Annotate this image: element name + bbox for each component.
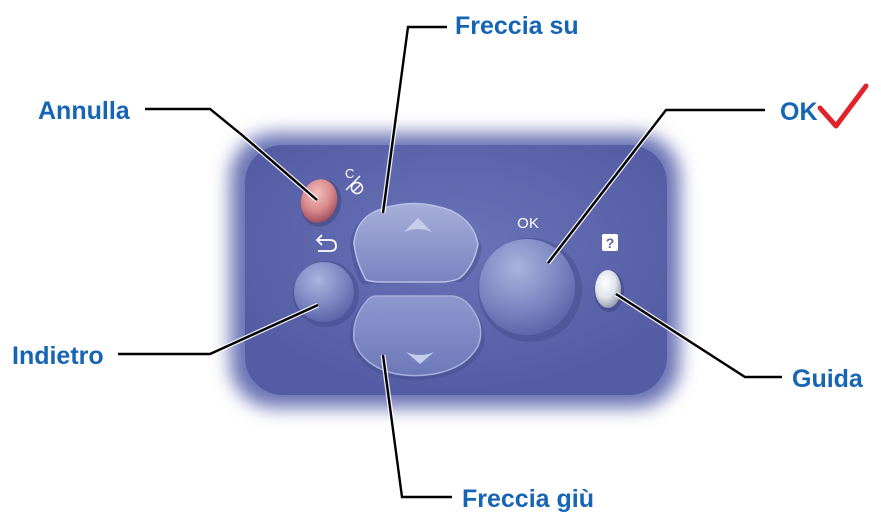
- label-ok: OK: [780, 98, 818, 126]
- help-button[interactable]: [594, 270, 624, 312]
- help-symbol-icon: ?: [602, 234, 618, 251]
- ok-button[interactable]: [478, 238, 582, 342]
- label-cancel: Annulla: [38, 97, 131, 125]
- back-button[interactable]: [293, 261, 359, 327]
- checkmark-icon: [820, 86, 866, 126]
- label-help: Guida: [792, 365, 864, 393]
- ok-button-label: OK: [517, 215, 539, 232]
- label-back: Indietro: [12, 342, 104, 370]
- label-down-arrow: Freccia giù: [462, 485, 594, 513]
- svg-text:C: C: [345, 166, 354, 181]
- svg-text:?: ?: [606, 235, 615, 251]
- down-arrow-button[interactable]: [350, 296, 485, 380]
- label-up-arrow: Freccia su: [455, 12, 579, 40]
